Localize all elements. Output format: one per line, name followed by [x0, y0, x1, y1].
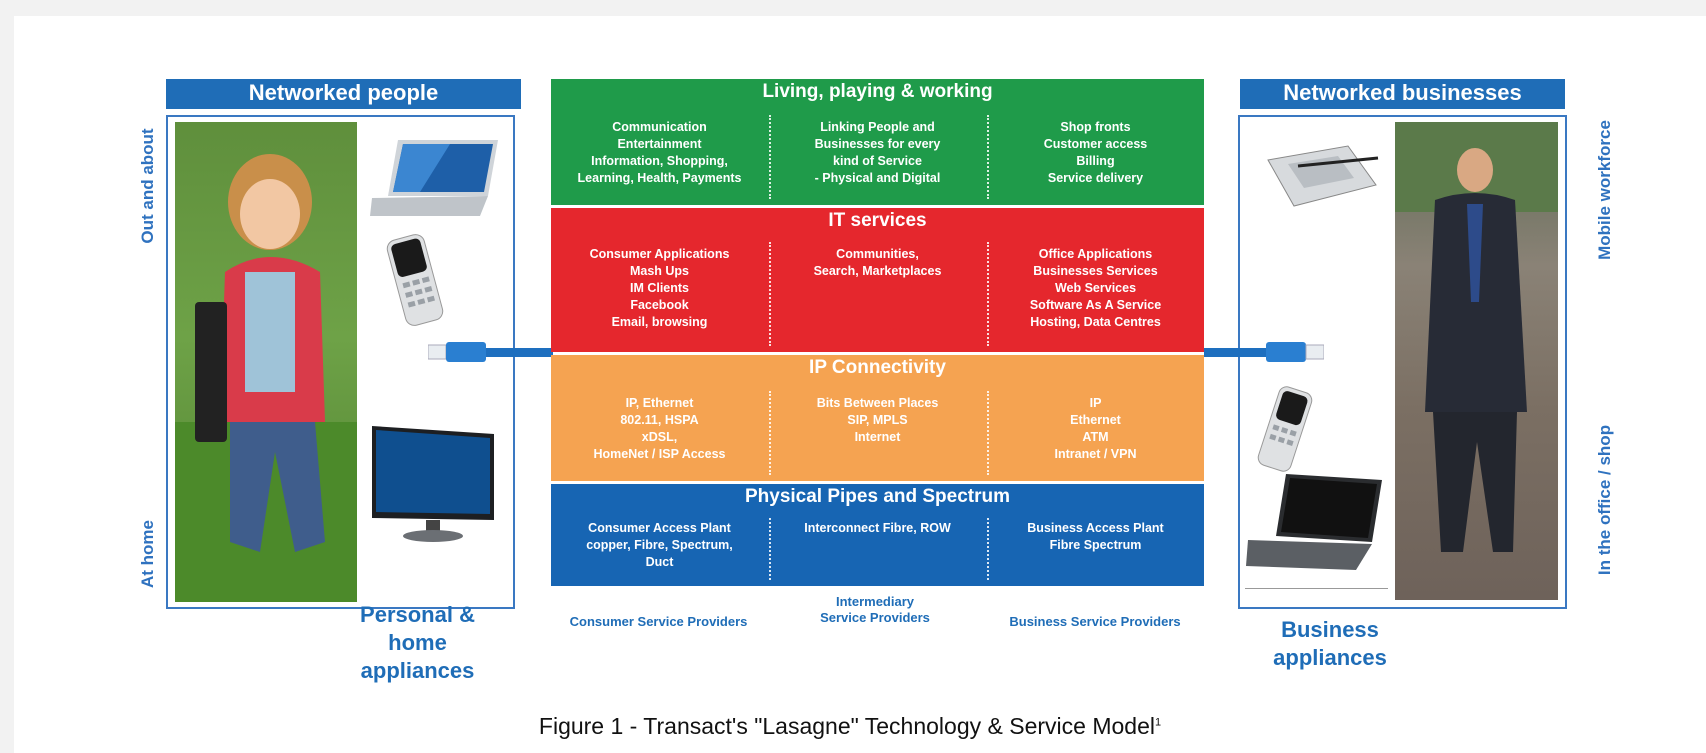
consumer-service-providers-label: Consumer Service Providers [569, 614, 748, 629]
layer-cell: Communities, Search, Marketplaces [813, 247, 942, 278]
laptop-business-icon [1246, 470, 1386, 580]
girl-photo [175, 122, 357, 602]
layer-title: IT services [828, 210, 927, 231]
personal-home-appliances-caption: Personal & home appliances [330, 601, 505, 685]
caption-line: appliances [360, 658, 475, 683]
base-line [1245, 588, 1388, 589]
caption-line: Business [1281, 617, 1379, 642]
column-divider [987, 242, 989, 346]
mobile-phone-small-icon [1250, 382, 1320, 477]
payment-terminal-icon [1258, 140, 1383, 220]
layer-cell: Business Access Plant Fibre Spectrum [1027, 521, 1164, 552]
networked-people-header: Networked people [166, 79, 521, 109]
column-divider [987, 518, 989, 580]
layer-cell: Consumer Applications Mash Ups IM Client… [589, 247, 730, 329]
figure-caption-footnote: 1 [1154, 716, 1162, 729]
intermediary-service-providers-label: Intermediary Service Providers [820, 594, 930, 625]
out-and-about-label: Out and about [138, 128, 157, 244]
caption-line: home [388, 630, 447, 655]
tv-monitor-icon [368, 420, 498, 550]
laptop-icon [370, 136, 505, 221]
networked-businesses-header: Networked businesses [1240, 79, 1565, 109]
businessman-photo [1395, 122, 1558, 600]
layer-cell: Consumer Access Plant copper, Fibre, Spe… [586, 521, 733, 569]
layer-it-services: IT services Consumer Applications Mash U… [551, 208, 1204, 352]
business-appliances-caption: Business appliances [1240, 616, 1420, 672]
caption-line: appliances [1273, 645, 1387, 670]
mobile-phone-icon [378, 230, 453, 330]
layer-ip-connectivity: IP Connectivity IP, Ethernet 802.11, HSP… [551, 355, 1204, 481]
layer-cell: Office Applications Businesses Services … [1029, 247, 1162, 329]
in-the-office-shop-label: In the office / shop [1595, 424, 1614, 576]
column-divider [769, 242, 771, 346]
figure-caption: Figure 1 - Transact's "Lasagne" Technolo… [350, 713, 1350, 740]
layer-cell: Interconnect Fibre, ROW [804, 521, 951, 535]
column-divider [987, 391, 989, 475]
mobile-workforce-label: Mobile workforce [1595, 120, 1614, 260]
column-divider [769, 115, 771, 199]
ethernet-cable-left-icon [427, 336, 553, 370]
layer-cell: Bits Between Places SIP, MPLS Internet [816, 396, 939, 444]
layer-cell: Communication Entertainment Information,… [577, 120, 742, 185]
layer-cell: IP Ethernet ATM Intranet / VPN [1054, 396, 1137, 461]
layer-cell: IP, Ethernet 802.11, HSPA xDSL, HomeNet … [593, 396, 726, 461]
layer-title: IP Connectivity [809, 357, 946, 378]
column-divider [769, 518, 771, 580]
layer-cell: Shop fronts Customer access Billing Serv… [1043, 120, 1148, 185]
figure-caption-text: Figure 1 - Transact's "Lasagne" Technolo… [538, 713, 1155, 739]
column-divider [769, 391, 771, 475]
column-divider [987, 115, 989, 199]
layer-title: Living, playing & working [762, 81, 993, 102]
ethernet-cable-right-icon [1204, 336, 1325, 370]
layer-living-playing-working: Living, playing & working Communication … [551, 79, 1204, 205]
caption-line: Personal & [360, 602, 475, 627]
at-home-label: At home [138, 520, 157, 588]
layer-physical-pipes-spectrum: Physical Pipes and Spectrum Consumer Acc… [551, 484, 1204, 586]
business-service-providers-label: Business Service Providers [1009, 614, 1181, 629]
layer-cell: Linking People and Businesses for every … [814, 120, 941, 185]
layer-title: Physical Pipes and Spectrum [744, 486, 1011, 507]
